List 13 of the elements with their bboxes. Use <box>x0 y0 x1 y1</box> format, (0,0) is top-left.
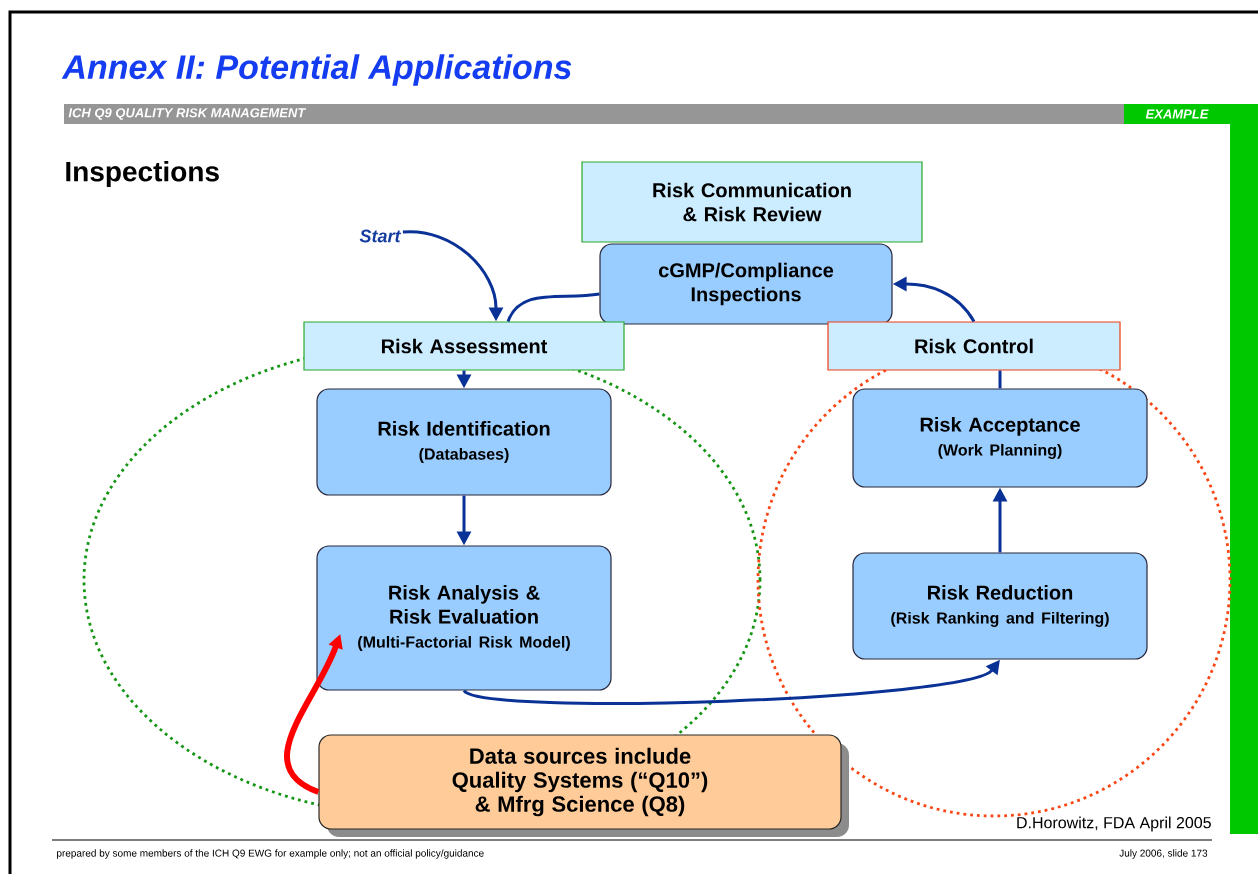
header-box: Risk Assessment <box>303 321 625 371</box>
section-heading: Inspections <box>66 160 219 188</box>
header-box: Risk Communication & Risk Review <box>581 161 923 243</box>
start-label: Start <box>359 229 402 243</box>
slide-title: Annex II: Potential Applications <box>61 54 572 86</box>
process-box: Risk Acceptance (Work Planning) <box>852 388 1148 488</box>
header-box: Risk Control <box>827 321 1121 371</box>
process-box: cGMP/Compliance Inspections <box>599 243 893 325</box>
data-sources-box: Data sources include Quality Systems (“Q10”) & Mfrg Science (Q8) <box>318 734 842 830</box>
process-box: Risk Identification (Databases) <box>316 388 612 496</box>
process-box: Risk Analysis & Risk Evaluation (Multi-Factorial Risk Model) <box>316 545 612 691</box>
author-note: D.Horowitz, FDA April 2005 <box>1017 816 1211 832</box>
process-box: Risk Reduction (Risk Ranking and Filtering) <box>852 552 1148 660</box>
